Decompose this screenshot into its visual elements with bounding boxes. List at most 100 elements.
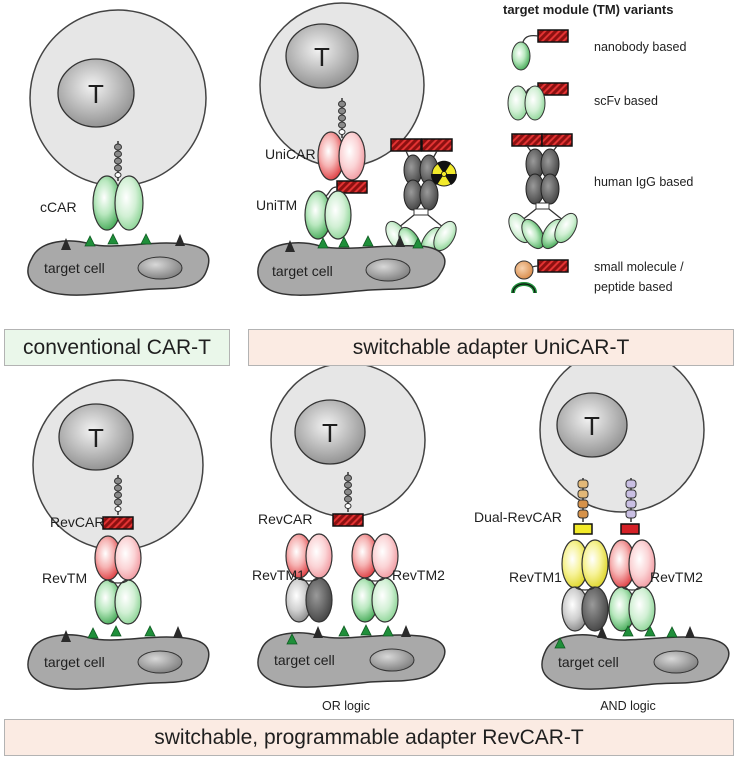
- car-hinge: [337, 97, 347, 139]
- revtm-red-right: [114, 535, 142, 581]
- nanobody-icon: [511, 41, 531, 71]
- t-cell-label: T: [88, 423, 104, 453]
- target-cell-nucleus: [369, 648, 415, 672]
- revtm2-green-right: [371, 577, 399, 623]
- unitm-label: UniTM: [256, 197, 297, 213]
- dual-revcar-left: [573, 478, 593, 535]
- panel-revcar-single: T RevCAR RevTM target cell: [27, 379, 210, 690]
- target-cell-label: target cell: [274, 652, 335, 668]
- revtm-green-right: [114, 579, 142, 625]
- car-hinge: [113, 140, 123, 182]
- igg-tag-left: [390, 138, 422, 152]
- dual-revcar-label: Dual-RevCAR: [474, 509, 562, 525]
- car-hinge: [343, 471, 353, 513]
- igg-fc-lower-left: [403, 179, 423, 211]
- antigen-dark: [173, 626, 183, 638]
- scfv-icon-right: [524, 85, 546, 121]
- target-cell-label: target cell: [44, 260, 105, 276]
- antigen-dark: [401, 625, 411, 637]
- banner-revcar-t: switchable, programmable adapter RevCAR-…: [4, 719, 734, 756]
- legend-item-nanobody: nanobody based: [594, 40, 686, 54]
- antigen-green: [140, 233, 152, 245]
- legend-item-scfv: scFv based: [594, 94, 658, 108]
- antigen-green: [107, 233, 119, 245]
- antigen-green: [338, 625, 350, 637]
- target-cell: [541, 634, 730, 690]
- revtm2-label: RevTM2: [392, 567, 445, 583]
- panel-conventional-car-t: T cCAR target cell: [27, 9, 210, 296]
- legend-igg-tag-right: [541, 133, 573, 147]
- igg-fc-lower-right: [419, 179, 439, 211]
- target-cell-nucleus: [365, 258, 411, 282]
- t-cell-label: T: [314, 42, 330, 72]
- legend-item-peptide: peptide based: [594, 280, 673, 294]
- receptor-icon: [511, 282, 537, 294]
- unitm-domain-right: [324, 190, 352, 240]
- igg-tag-right: [421, 138, 453, 152]
- revtm1-label: RevTM1: [252, 567, 305, 583]
- antigen-green: [382, 625, 394, 637]
- radiation-icon: [430, 160, 458, 187]
- nanobody-tag: [537, 29, 569, 43]
- t-cell-label: T: [584, 411, 600, 441]
- tm-variants-legend: target module (TM) variants nanobody bas…: [503, 2, 693, 294]
- t-cell-nucleus: [556, 392, 628, 458]
- panel-revcar-and-logic: T Dual-RevCAR RevTM1: [474, 347, 730, 713]
- antigen-green: [360, 624, 372, 636]
- banner-conventional-car-t: conventional CAR-T: [4, 329, 230, 366]
- revcar-tag: [332, 513, 364, 527]
- ccar-domain-right: [114, 175, 144, 231]
- revtm1-gray-right: [581, 586, 609, 632]
- legend-igg-fc: [540, 173, 560, 205]
- antigen-green: [666, 626, 678, 638]
- and-logic-label: AND logic: [600, 699, 656, 713]
- legend-item-igg: human IgG based: [594, 175, 693, 189]
- yellow-tag: [573, 523, 593, 535]
- antigen-green: [110, 625, 122, 637]
- legend-item-small-molecule: small molecule /: [594, 260, 684, 274]
- antigen-dark: [313, 626, 323, 638]
- ccar-label: cCAR: [40, 199, 77, 215]
- antigen-green: [87, 627, 99, 639]
- target-cell-nucleus: [137, 650, 183, 674]
- target-cell-label: target cell: [44, 654, 105, 670]
- revcar-label: RevCAR: [50, 514, 104, 530]
- antigen-green: [84, 235, 96, 247]
- target-cell-label: target cell: [272, 263, 333, 279]
- banner-unicar-t: switchable adapter UniCAR-T: [248, 329, 734, 366]
- revtm2-label: RevTM2: [650, 569, 703, 585]
- antigen-green: [362, 235, 374, 247]
- legend-igg-tag-left: [511, 133, 543, 147]
- antigen-dark: [175, 234, 185, 246]
- unicar-label: UniCAR: [265, 146, 316, 162]
- panel-unicar-t: T UniCAR UniTM: [256, 2, 458, 296]
- t-cell-nucleus: [57, 58, 135, 128]
- t-cell-label: T: [322, 418, 338, 448]
- revtm-label: RevTM: [42, 570, 87, 586]
- revtm1-red-right: [305, 533, 333, 579]
- dual-revcar-right: [620, 478, 640, 535]
- revtm1-yellow-right: [581, 539, 609, 589]
- car-hinge: [113, 474, 123, 516]
- t-cell-nucleus: [58, 403, 134, 471]
- antigen-green: [144, 625, 156, 637]
- target-cell-nucleus: [137, 256, 183, 280]
- antigen-dark: [685, 626, 695, 638]
- target-cell-nucleus: [653, 650, 699, 674]
- or-logic-label: OR logic: [322, 699, 370, 713]
- red-tag: [620, 523, 640, 535]
- revtm1-label: RevTM1: [509, 569, 562, 585]
- unicar-domain-right: [338, 131, 366, 181]
- revtm1-gray-right: [305, 577, 333, 623]
- t-cell-nucleus: [294, 399, 366, 465]
- revtm2-green-right: [628, 586, 656, 632]
- t-cell-label: T: [88, 79, 104, 109]
- small-molecule-icon: [514, 260, 534, 280]
- t-cell-nucleus: [285, 23, 359, 89]
- revcar-tag: [102, 516, 134, 530]
- panel-revcar-or-logic: T RevCAR RevTM1 RevTM2 target cell OR lo…: [252, 362, 446, 713]
- legend-title: target module (TM) variants: [503, 2, 673, 17]
- antigen-green: [317, 237, 329, 249]
- target-cell-label: target cell: [558, 654, 619, 670]
